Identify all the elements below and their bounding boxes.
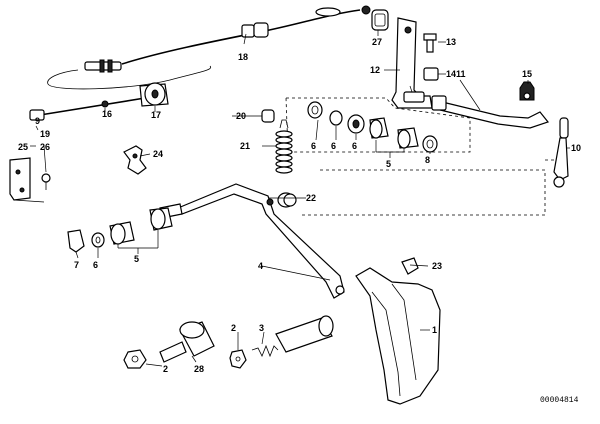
label-part-9: 9: [35, 116, 40, 126]
rod-10: [553, 117, 569, 188]
label-part-15: 15: [522, 69, 532, 79]
label-part-8: 8: [425, 155, 430, 165]
buffer-28: [159, 321, 215, 363]
label-part-17: 17: [151, 110, 161, 120]
pedal-1: [355, 267, 441, 405]
nut-2-left: [123, 349, 147, 369]
bracket-24: [123, 145, 147, 175]
label-part-11: 11: [456, 69, 466, 79]
plate-25: [9, 157, 45, 203]
label-part-6: 6: [311, 141, 316, 151]
accelerator-cable: [47, 5, 371, 90]
screw-26: [41, 173, 51, 190]
label-part-18: 18: [238, 52, 248, 62]
bushing-22: [277, 192, 297, 208]
assembly-outline: [285, 97, 560, 216]
buffer-3: [251, 315, 334, 358]
leader-lines: [30, 30, 570, 367]
nut-20: [261, 109, 275, 123]
shaft-11: [431, 95, 550, 129]
label-part-13: 13: [446, 37, 456, 47]
label-part-21: 21: [240, 141, 250, 151]
label-part-16: 16: [102, 109, 112, 119]
label-part-3: 3: [259, 323, 264, 333]
label-part-23: 23: [432, 261, 442, 271]
nut-2-right: [229, 349, 247, 369]
label-part-2: 2: [231, 323, 236, 333]
label-part-26: 26: [40, 142, 50, 152]
image-code: 00004814: [540, 396, 579, 405]
clip-15: [519, 81, 535, 101]
label-part-28: 28: [194, 364, 204, 374]
bushing-set-lower: [67, 207, 173, 253]
label-part-5: 5: [386, 159, 391, 169]
label-part-22: 22: [306, 193, 316, 203]
bolt-13: [423, 33, 437, 53]
label-part-2: 2: [163, 364, 168, 374]
label-part-4: 4: [258, 261, 263, 271]
label-part-14: 14: [446, 69, 456, 79]
label-part-6: 6: [93, 260, 98, 270]
cable-holder: [29, 82, 169, 121]
label-part-24: 24: [153, 149, 163, 159]
label-part-5: 5: [134, 254, 139, 264]
label-part-6: 6: [331, 141, 336, 151]
pedal-lever-4: [159, 183, 345, 299]
label-part-10: 10: [571, 143, 581, 153]
label-part-27: 27: [372, 37, 382, 47]
bracket-12: [391, 17, 433, 109]
bushing-set-upper: [307, 101, 438, 153]
spring-21: [275, 119, 293, 174]
label-part-19: 19: [40, 129, 50, 139]
label-part-7: 7: [74, 260, 79, 270]
grommet-27: [371, 9, 389, 31]
label-part-25: 25: [18, 142, 28, 152]
label-part-1: 1: [432, 325, 437, 335]
label-part-20: 20: [236, 111, 246, 121]
label-part-12: 12: [370, 65, 380, 75]
label-part-6: 6: [352, 141, 357, 151]
part-labels: 1 2 2 3 4 5 5 6 6 6 6 7 8 9 10 11 12 13 …: [18, 37, 581, 405]
nut-14: [423, 67, 439, 81]
clip-23: [401, 257, 419, 275]
